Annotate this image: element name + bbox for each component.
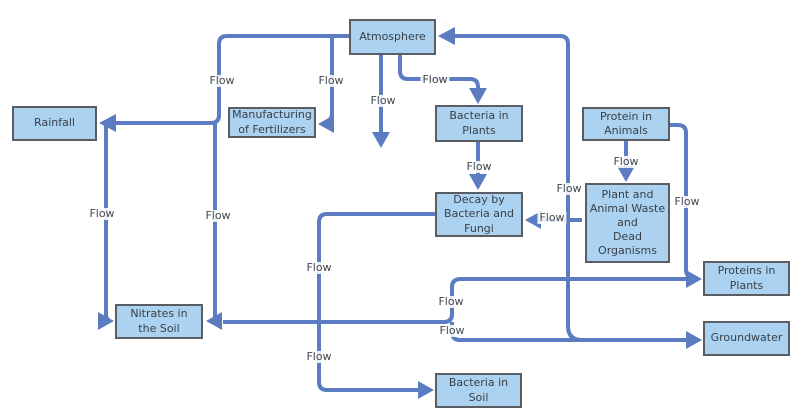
node-rainfall: Rainfall — [12, 106, 97, 141]
edge-rainfall-nitrates — [104, 124, 111, 323]
edge-decay-bacteria-soil — [317, 212, 435, 392]
node-manufacturing-of-fertilizers: Manufacturing of Fertilizers — [228, 107, 316, 138]
flow-label: Flow — [420, 72, 450, 87]
flow-label: Flow — [304, 260, 334, 275]
flow-label: Flow — [87, 206, 117, 221]
arrowhead-into-rainfall — [99, 114, 116, 132]
flow-label: Flow — [203, 208, 233, 223]
arrowhead-into-decay-right — [525, 211, 541, 229]
flow-label: Flow — [437, 323, 467, 338]
arrowhead-into-nitrates-left — [98, 312, 114, 330]
flow-label: Flow — [304, 349, 334, 364]
arrowhead-open-down — [372, 132, 390, 148]
flow-label: Flow — [316, 73, 346, 88]
node-atmosphere: Atmosphere — [349, 19, 436, 55]
edge-waste-atmosphere — [455, 34, 583, 342]
node-protein-in-animals: Protein in Animals — [582, 107, 670, 141]
arrowhead-into-atmosphere — [438, 27, 455, 45]
node-bacteria-in-soil: Bacteria in Soil — [435, 373, 522, 408]
node-plant-and-animal-waste: Plant and Animal Waste and Dead Organism… — [585, 183, 670, 263]
node-bacteria-in-plants: Bacteria in Plants — [435, 105, 523, 142]
flow-label: Flow — [537, 210, 567, 225]
node-groundwater: Groundwater — [703, 321, 790, 356]
edge-right-column-nitrates — [223, 277, 462, 324]
node-proteins-in-plants: Proteins in Plants — [703, 261, 790, 296]
node-decay-by-bacteria-and-fungi: Decay by Bacteria and Fungi — [435, 192, 523, 237]
arrowhead-into-bacteria-plants — [469, 88, 487, 104]
node-nitrates-in-the-soil: Nitrates in the Soil — [115, 304, 203, 339]
flow-label: Flow — [554, 181, 584, 196]
flow-label: Flow — [464, 159, 494, 174]
arrowhead-into-groundwater — [686, 331, 702, 349]
arrowhead-into-proteins-plants — [686, 270, 702, 288]
arrowhead-into-waste — [617, 166, 635, 182]
arrowhead-into-decay-top — [469, 174, 487, 190]
flow-label: Flow — [611, 154, 641, 169]
edge-protein-animals-proteins-plants — [668, 123, 692, 280]
flow-label: Flow — [368, 93, 398, 108]
arrowhead-into-manufacturing — [318, 115, 334, 133]
flow-label: Flow — [672, 194, 702, 209]
arrowhead-into-nitrates-right — [206, 312, 222, 330]
flow-label: Flow — [436, 294, 466, 309]
arrowhead-into-bacteria-soil — [418, 381, 434, 399]
flow-label: Flow — [207, 73, 237, 88]
